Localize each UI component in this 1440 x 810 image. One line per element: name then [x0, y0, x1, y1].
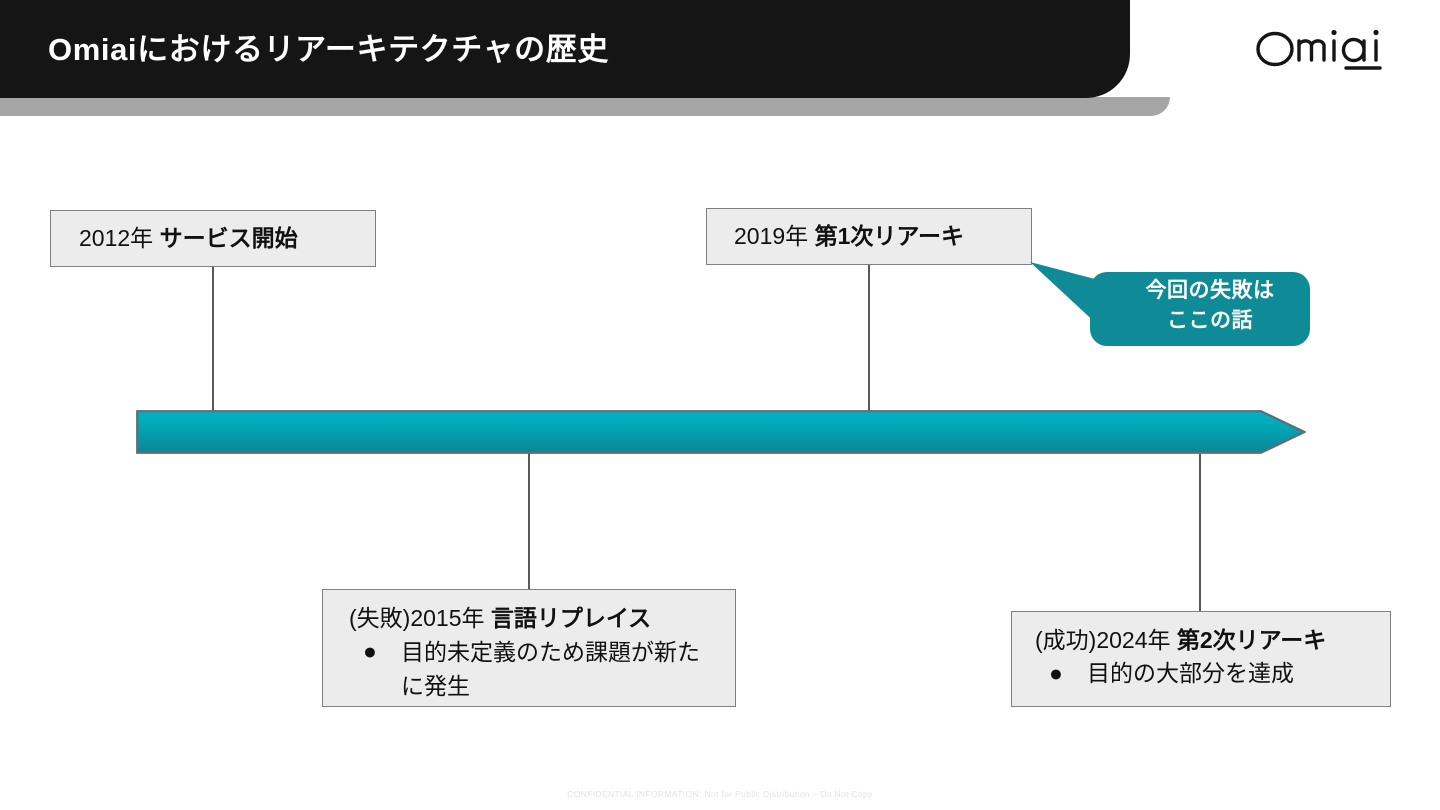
header-shadow-bar	[0, 97, 1170, 116]
callout-bubble[interactable]: 今回の失敗は ここの話	[1022, 256, 1322, 356]
callout-text: 今回の失敗は ここの話	[1110, 276, 1310, 336]
event-year: 2012年	[79, 225, 154, 251]
callout-line-1: 今回の失敗は	[1145, 279, 1275, 302]
event-name: 言語リプレイス	[490, 605, 652, 631]
page-title: Omiaiにおけるリアーキテクチャの歴史	[48, 32, 609, 67]
event-box-2024[interactable]: (成功)2024年 第2次リアーキ ● 目的の大部分を達成	[1011, 611, 1391, 707]
event-year: 2019年	[734, 223, 809, 249]
timeline-arrow	[136, 410, 1306, 454]
event-name: 第2次リアーキ	[1176, 627, 1327, 653]
event-bullet-item: ● 目的未定義のため課題が新たに発生	[349, 635, 735, 703]
callout-line-2: ここの話	[1167, 309, 1253, 332]
event-box-2015[interactable]: (失敗)2015年 言語リプレイス ● 目的未定義のため課題が新たに発生	[322, 589, 736, 707]
event-box-2019[interactable]: 2019年 第1次リアーキ	[706, 208, 1032, 265]
confidential-footer: CONFIDENTIAL INFORMATION: Not for Public…	[567, 789, 873, 799]
event-name: 第1次リアーキ	[814, 223, 964, 249]
event-year: (失敗)2015年	[349, 605, 485, 631]
bullet-text: 目的未定義のため課題が新たに発生	[401, 639, 700, 699]
event-headline: 2019年 第1次リアーキ	[734, 220, 1031, 253]
connector-2015	[528, 452, 530, 590]
bullet-text: 目的の大部分を達成	[1087, 660, 1294, 686]
event-headline: (成功)2024年 第2次リアーキ	[1035, 624, 1390, 657]
connector-2012	[212, 267, 214, 412]
event-headline: 2012年 サービス開始	[79, 222, 375, 255]
event-bullet-item: ● 目的の大部分を達成	[1035, 657, 1390, 690]
event-box-2012[interactable]: 2012年 サービス開始	[50, 210, 376, 267]
callout-body	[1090, 272, 1310, 346]
event-headline: (失敗)2015年 言語リプレイス	[349, 602, 735, 635]
bullet-marker-icon: ●	[363, 638, 377, 664]
connector-2024	[1199, 452, 1201, 612]
event-year: (成功)2024年	[1035, 627, 1171, 653]
omiai-logo	[1254, 18, 1414, 76]
header-bar	[0, 0, 1130, 98]
event-name: サービス開始	[159, 225, 298, 251]
bullet-marker-icon: ●	[1049, 660, 1063, 686]
connector-2019	[868, 265, 870, 412]
